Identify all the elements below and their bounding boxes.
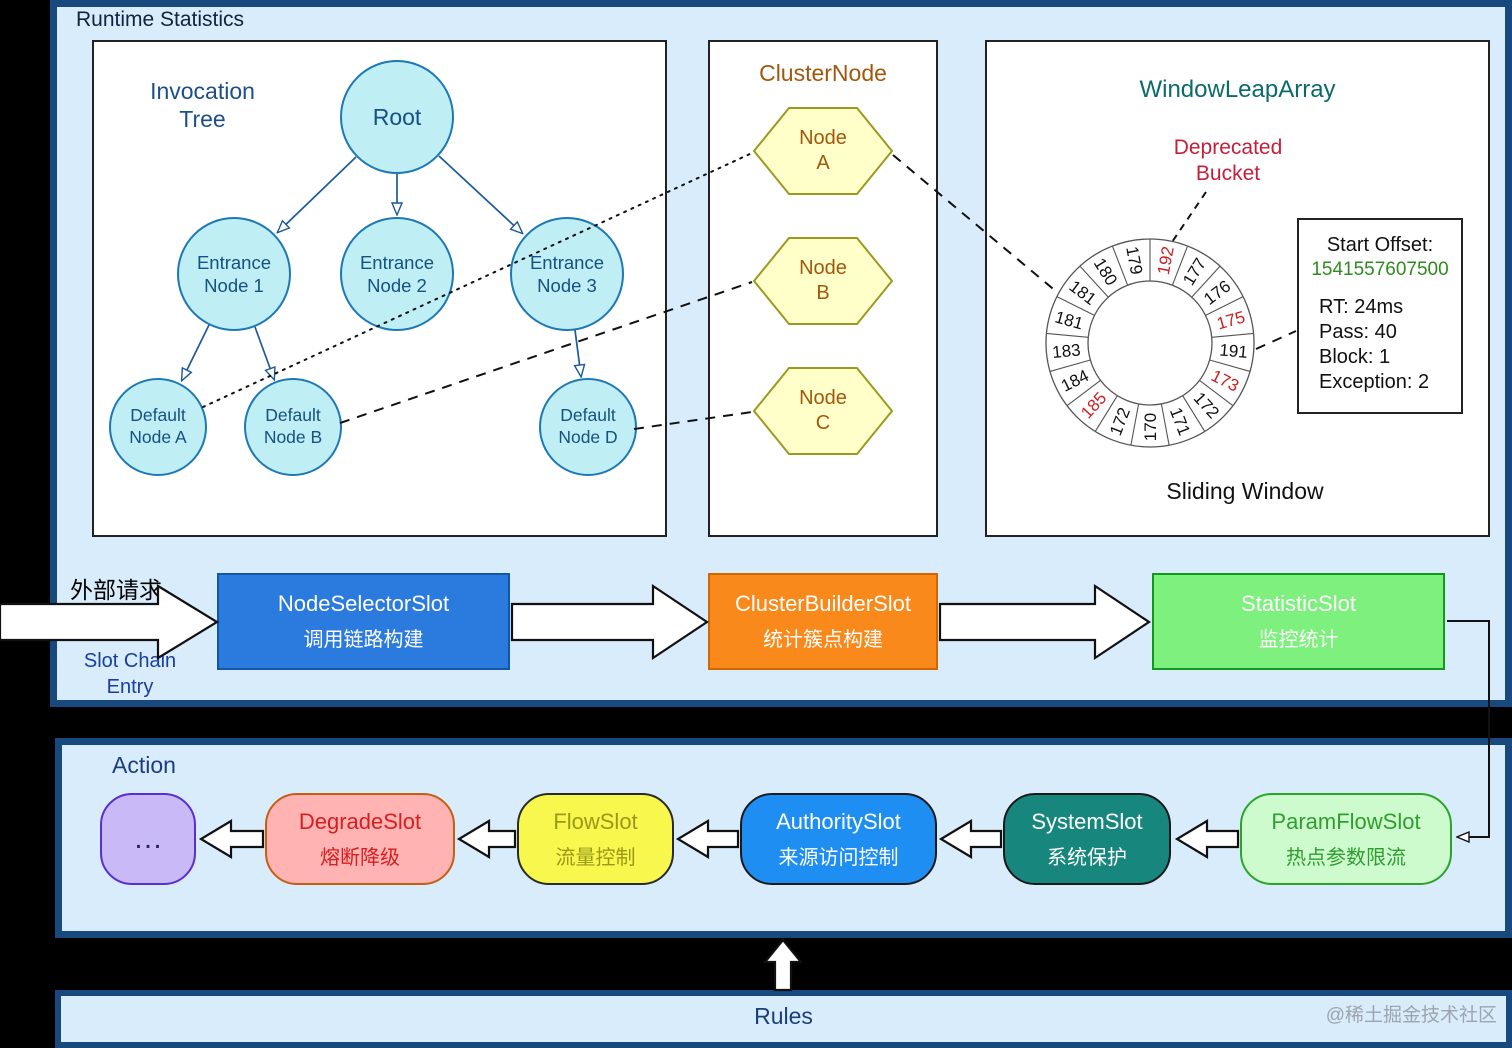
arrow-rules-action (762, 938, 804, 992)
authority-slot: AuthoritySlot 来源访问控制 (740, 793, 937, 885)
tree-node-entrance-3: Entrance Node 3 (510, 217, 624, 331)
authority-slot-desc: 来源访问控制 (778, 846, 899, 869)
watermark: @稀土掘金技术社区 (1325, 1005, 1497, 1026)
tree-node-entrance-2: Entrance Node 2 (340, 217, 454, 331)
tree-node-root: Root (340, 60, 454, 174)
hexagon-shape (752, 107, 894, 195)
statistic-slot: StatisticSlot 监控统计 (1152, 573, 1445, 670)
sliding-window-label: Sliding Window (1166, 478, 1324, 504)
hexagon-node-b (752, 237, 894, 325)
external-request-label: 外部请求 (70, 577, 162, 603)
system-slot-name: SystemSlot (1031, 808, 1143, 834)
cluster-builder-slot: ClusterBuilderSlot 统计簇点构建 (708, 573, 938, 670)
tree-node-default-b: Default Node B (244, 378, 342, 476)
degrade-slot-desc: 熔断降级 (320, 846, 400, 869)
bucket-block: Block: 1 (1319, 346, 1391, 368)
tree-node-default-a: Default Node A (109, 378, 207, 476)
invocation-tree-title: Invocation Tree (150, 78, 255, 132)
bucket-exception: Exception: 2 (1319, 371, 1430, 393)
statistic-slot-name: StatisticSlot (1241, 591, 1356, 616)
slot-chain-entry-label: Slot Chain Entry (83, 650, 177, 698)
rules-bar (55, 990, 1512, 1048)
ellipsis-label: … (133, 822, 163, 855)
action-title: Action (112, 752, 176, 779)
start-offset-value: 1541557607500 (1311, 259, 1449, 280)
statistic-slot-desc: 监控统计 (1258, 629, 1339, 651)
tree-node-default-d: Default Node D (539, 378, 637, 476)
param-flow-slot: ParamFlowSlot 热点参数限流 (1240, 793, 1452, 885)
hexagon-shape (752, 237, 894, 325)
hexagon-node-a (752, 107, 894, 195)
hexagon-node-b-label: Node B (799, 257, 847, 304)
param-flow-slot-name: ParamFlowSlot (1271, 808, 1421, 834)
action-title-text: Action (112, 752, 176, 778)
deprecated-bucket-label: Deprecated Bucket (1173, 136, 1283, 186)
param-flow-slot-desc: 热点参数限流 (1286, 846, 1406, 869)
cluster-builder-slot-desc: 统计簇点构建 (763, 629, 883, 651)
system-slot: SystemSlot 系统保护 (1003, 793, 1171, 885)
node-selector-slot-desc: 调用链路构建 (303, 629, 424, 651)
flow-slot-name: FlowSlot (553, 808, 638, 834)
action-slot-ellipsis: … (100, 793, 196, 885)
rules-title-text: Rules (754, 1003, 813, 1029)
flow-slot: FlowSlot 流量控制 (517, 793, 674, 885)
node-selector-slot: NodeSelectorSlot 调用链路构建 (217, 573, 510, 670)
window-leap-array-title: WindowLeapArray (1139, 76, 1336, 103)
bucket-pass: Pass: 40 (1319, 321, 1397, 343)
flow-slot-desc: 流量控制 (555, 846, 636, 869)
bucket-info-box: Start Offset: 1541557607500 RT: 24ms Pas… (1297, 218, 1463, 414)
start-offset-label: Start Offset: (1326, 234, 1434, 256)
cluster-node-title: ClusterNode (759, 60, 887, 86)
hexagon-node-c (752, 367, 894, 455)
bucket-rt: RT: 24ms (1319, 296, 1404, 318)
node-selector-slot-name: NodeSelectorSlot (277, 591, 450, 616)
cluster-builder-slot-name: ClusterBuilderSlot (734, 591, 912, 616)
system-slot-desc: 系统保护 (1047, 846, 1127, 869)
runtime-statistics-title: Runtime Statistics (76, 8, 245, 31)
authority-slot-name: AuthoritySlot (776, 808, 901, 834)
tree-node-entrance-1: Entrance Node 1 (177, 217, 291, 331)
degrade-slot: DegradeSlot 熔断降级 (265, 793, 455, 885)
hexagon-node-a-label: Node A (799, 127, 847, 174)
rules-title: Rules (55, 1003, 1512, 1030)
hexagon-node-c-label: Node C (799, 387, 847, 434)
hexagon-shape (752, 367, 894, 455)
degrade-slot-name: DegradeSlot (298, 808, 422, 834)
